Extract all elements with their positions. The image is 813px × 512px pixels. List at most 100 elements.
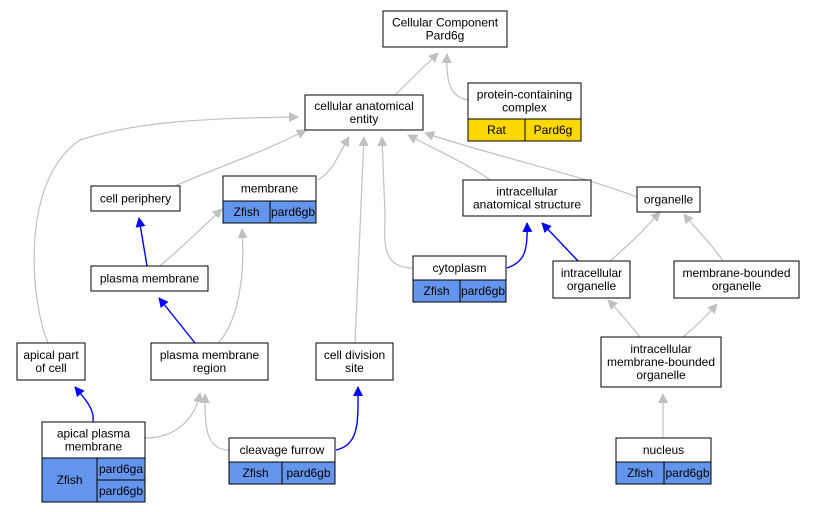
nodes-layer: Cellular ComponentPard6gprotein-containi… xyxy=(16,10,800,503)
node-label-line: intracellular xyxy=(630,342,691,356)
node-label-line: cell periphery xyxy=(100,192,171,206)
node-box xyxy=(382,10,508,48)
edge-plasma-membrane-region-to-membrane xyxy=(217,228,248,344)
edge-organelle-to-cellular-anatomical-entity xyxy=(424,131,638,198)
edge-apical-plasma-membrane-to-plasma-membrane-region xyxy=(144,392,204,439)
node-label-line: intracellular xyxy=(496,185,557,199)
node-label-line: cleavage furrow xyxy=(240,443,325,457)
node-label-line: plasma membrane xyxy=(160,348,260,362)
node-box xyxy=(673,260,800,299)
node-label-line: organelle xyxy=(712,279,762,293)
edge-cytoplasm-to-intracellular-anatomical-structure xyxy=(506,222,533,269)
edge-intracellular-organelle-to-intracellular-anatomical-structure xyxy=(541,222,579,262)
node-label-line: cytoplasm xyxy=(432,261,486,275)
edge-plasma-membrane-to-membrane xyxy=(159,208,223,267)
node-label-line: membrane xyxy=(241,182,299,196)
gene-label[interactable]: pard6gb xyxy=(286,466,330,480)
node-box xyxy=(600,336,722,388)
node-label-line: organelle xyxy=(636,368,686,382)
edge-apical-plasma-membrane-to-apical-part-of-cell xyxy=(74,386,94,423)
node-label-line: complex xyxy=(502,101,547,115)
node-label-line: entity xyxy=(350,112,379,126)
node-label-line: nucleus xyxy=(643,443,684,457)
edge-intracellular-membrane-bounded-organelle-to-membrane-bounded-organelle xyxy=(682,303,718,338)
edge-apical-part-of-cell-to-cellular-anatomical-entity xyxy=(33,112,299,344)
node-label-line: membrane-bounded xyxy=(682,266,790,280)
edge-intracellular-anatomical-structure-to-cellular-anatomical-entity xyxy=(407,134,491,181)
edge-cell-division-site-to-cellular-anatomical-entity xyxy=(354,136,369,344)
species-label: Rat xyxy=(487,123,506,137)
node-label-line: cell division xyxy=(324,348,385,362)
species-label: Zfish xyxy=(233,205,259,219)
edge-plasma-membrane-region-to-plasma-membrane xyxy=(158,297,196,344)
node-box xyxy=(90,185,181,212)
node-box xyxy=(462,179,592,217)
node-box xyxy=(636,186,701,213)
gene-label[interactable]: pard6gb xyxy=(271,205,315,219)
node-box xyxy=(315,342,394,381)
species-label: Zfish xyxy=(242,466,268,480)
annotation-block xyxy=(41,457,146,503)
node-cell-periphery[interactable]: cell periphery xyxy=(90,185,181,212)
node-plasma-membrane[interactable]: plasma membrane xyxy=(90,265,209,292)
node-box xyxy=(150,342,269,381)
node-label-line: intracellular xyxy=(561,266,622,280)
edge-membrane-to-cellular-anatomical-entity xyxy=(317,136,350,181)
node-label-line: apical plasma xyxy=(57,427,131,441)
node-label-line: cellular anatomical xyxy=(314,99,413,113)
edge-cleavage-furrow-to-cell-division-site xyxy=(335,386,364,451)
node-label-line: anatomical structure xyxy=(473,198,581,212)
node-label-line: organelle xyxy=(644,193,694,207)
edges-layer xyxy=(33,52,724,451)
edge-intracellular-organelle-to-organelle xyxy=(609,211,661,262)
node-label-line: region xyxy=(193,361,226,375)
node-label-line: plasma membrane xyxy=(100,272,200,286)
node-box xyxy=(16,342,86,381)
node-label-line: membrane xyxy=(65,440,123,454)
node-label-line: of cell xyxy=(35,361,66,375)
edge-cellular-anatomical-entity-to-cellular-component-root xyxy=(394,52,439,96)
species-label: Zfish xyxy=(627,466,653,480)
node-label-line: site xyxy=(345,361,364,375)
node-label-line: Pard6g xyxy=(426,29,465,43)
node-organelle[interactable]: organelle xyxy=(636,186,701,213)
node-label-line: organelle xyxy=(567,279,617,293)
node-label-line: apical part xyxy=(23,348,79,362)
node-label-line: protein-containing xyxy=(477,88,572,102)
node-box xyxy=(304,94,424,131)
edge-cytoplasm-to-cellular-anatomical-entity xyxy=(377,136,414,269)
edge-cell-periphery-to-cellular-anatomical-entity xyxy=(174,129,307,187)
edge-plasma-membrane-to-cell-periphery xyxy=(135,217,148,267)
gene-label[interactable]: pard6gb xyxy=(461,284,505,298)
node-box xyxy=(90,265,209,292)
edge-intracellular-membrane-bounded-organelle-to-intracellular-organelle xyxy=(607,299,641,338)
node-label-line: membrane-bounded xyxy=(607,355,715,369)
gene-label[interactable]: pard6gb xyxy=(99,484,143,498)
gene-label[interactable]: Pard6g xyxy=(534,123,573,137)
edge-cleavage-furrow-to-plasma-membrane-region xyxy=(200,393,230,451)
node-label-line: Cellular Component xyxy=(392,16,499,30)
edge-protein-containing-complex-to-cellular-component-root xyxy=(441,53,470,101)
gene-label[interactable]: pard6gb xyxy=(665,466,709,480)
node-box xyxy=(552,260,631,299)
gene-label[interactable]: pard6ga xyxy=(99,462,143,476)
species-label: Zfish xyxy=(423,284,449,298)
edge-membrane-bounded-organelle-to-organelle xyxy=(683,213,724,262)
species-label: Zfish xyxy=(56,473,82,487)
